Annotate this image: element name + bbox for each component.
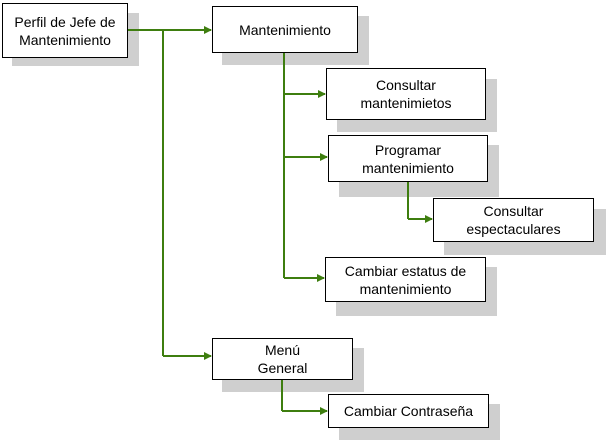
node-consultar-mantenimientos-line2: mantenimietos (360, 95, 452, 111)
node-cambiar-estatus-line1: Cambiar estatus de (344, 262, 467, 279)
node-mantenimiento: Mantenimiento (212, 6, 358, 53)
node-programar-mantenimiento: Programar mantenimiento (328, 135, 488, 182)
node-menu-general-line2: General (257, 360, 308, 376)
node-perfil-line1: Perfil de Jefe de (14, 13, 116, 30)
node-menu-general-line1: Menú (264, 342, 301, 358)
node-mantenimiento-label: Mantenimiento (239, 21, 331, 38)
node-menu-general: Menú General (212, 338, 353, 380)
node-programar-line1: Programar (374, 141, 442, 158)
node-consultar-mantenimientos: Consultar mantenimietos (326, 68, 486, 120)
node-consultar-espectaculares-line1: Consultar (483, 203, 544, 219)
node-cambiar-contrasena: Cambiar Contraseña (328, 394, 489, 428)
node-consultar-espectaculares-line2: espectaculares (466, 221, 561, 237)
node-consultar-espectaculares: Consultar espectaculares (433, 198, 594, 242)
node-programar-line2: mantenimiento (362, 159, 454, 176)
node-cambiar-estatus: Cambiar estatus de mantenimiento (325, 257, 486, 302)
node-consultar-mantenimientos-line1: Consultar (376, 77, 436, 93)
node-cambiar-estatus-line2: mantenimiento (359, 280, 452, 297)
node-perfil-line2: Mantenimiento (19, 31, 111, 48)
node-perfil-jefe-mantenimiento: Perfil de Jefe de Mantenimiento (2, 3, 128, 58)
node-cambiar-contrasena-label: Cambiar Contraseña (343, 403, 474, 419)
